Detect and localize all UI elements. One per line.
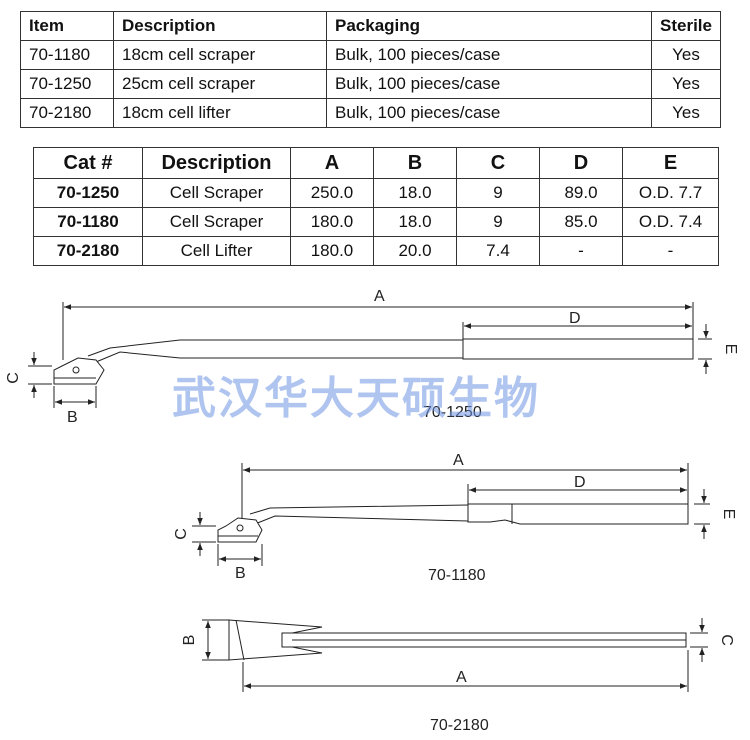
dim-label-b: B [181,635,198,646]
dim-label-a: A [456,669,467,686]
table-row: 70-2180 Cell Lifter 180.0 20.0 7.4 - - [33,236,719,266]
cell-description: Cell Scraper [142,178,291,208]
cell-e: - [622,236,719,266]
dim-label-a: A [453,452,464,469]
dim-label-d: D [574,474,586,491]
dimensions-table: Cat # Description A B C D E 70-1250 Cell… [33,147,719,266]
cell-description: 25cm cell scraper [113,69,327,99]
table-row: 70-1250 Cell Scraper 250.0 18.0 9 89.0 O… [33,178,719,208]
header-item: Item [20,11,114,41]
drawing-70-2180 [202,618,708,692]
table-header-row: Cat # Description A B C D E [33,147,719,179]
dim-label-c: C [718,634,735,646]
header-b: B [373,147,457,179]
dim-label-e: E [722,344,739,355]
drawing-70-1180 [192,463,710,566]
table-header-row: Item Description Packaging Sterile [20,11,721,41]
cell-d: 85.0 [539,207,623,237]
dim-label-d: D [569,310,581,327]
cell-b: 20.0 [373,236,457,266]
cell-c: 7.4 [456,236,540,266]
cell-d: 89.0 [539,178,623,208]
cell-packaging: Bulk, 100 pieces/case [326,69,652,99]
cell-item: 70-1250 [20,69,114,99]
cell-a: 180.0 [290,236,374,266]
dim-label-a: A [374,288,385,305]
dim-label-c: C [173,528,190,540]
dim-label-b: B [235,565,246,582]
cell-description: 18cm cell scraper [113,40,327,70]
cell-sterile: Yes [651,40,721,70]
cell-packaging: Bulk, 100 pieces/case [326,98,652,128]
header-cat: Cat # [33,147,143,179]
table-row: 70-2180 18cm cell lifter Bulk, 100 piece… [20,98,721,128]
cell-description: 18cm cell lifter [113,98,327,128]
dim-label-c: C [5,372,22,384]
cell-c: 9 [456,178,540,208]
table-row: 70-1180 18cm cell scraper Bulk, 100 piec… [20,40,721,70]
drawing-70-1250 [28,302,712,408]
drawing-caption: 70-1250 [423,404,482,421]
drawing-caption: 70-2180 [430,717,489,734]
cell-e: O.D. 7.7 [622,178,719,208]
cell-cat: 70-2180 [33,236,143,266]
cell-sterile: Yes [651,98,721,128]
product-table: Item Description Packaging Sterile 70-11… [20,11,721,128]
cell-d: - [539,236,623,266]
header-c: C [456,147,540,179]
cell-cat: 70-1180 [33,207,143,237]
cell-sterile: Yes [651,69,721,99]
cell-packaging: Bulk, 100 pieces/case [326,40,652,70]
table-row: 70-1250 25cm cell scraper Bulk, 100 piec… [20,69,721,99]
dim-label-b: B [67,409,78,426]
cell-a: 250.0 [290,178,374,208]
header-description: Description [113,11,327,41]
drawing-caption: 70-1180 [428,567,486,584]
header-sterile: Sterile [651,11,721,41]
cell-c: 9 [456,207,540,237]
dim-label-e: E [720,509,737,520]
watermark-text: 武汉华大天硕生物 [172,373,540,424]
cell-b: 18.0 [373,178,457,208]
cell-item: 70-2180 [20,98,114,128]
